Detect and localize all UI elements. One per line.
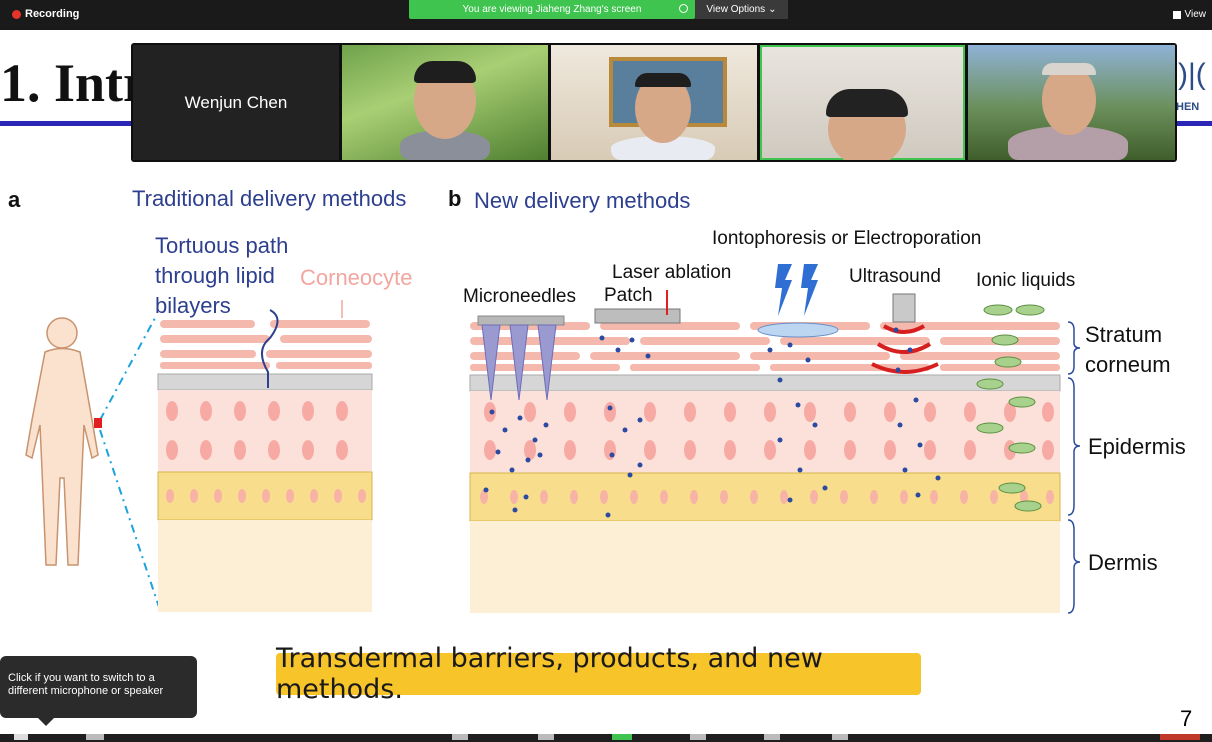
ultrasound-probe-icon	[871, 293, 939, 374]
participant-video-tile[interactable]	[968, 45, 1175, 160]
mute-icon[interactable]	[14, 734, 28, 740]
tortuous-path-line	[261, 309, 279, 388]
tortuous-path-label-line3: bilayers	[155, 293, 231, 318]
lightning-icon	[775, 264, 818, 316]
participant-gallery: Wenjun Chen	[131, 43, 1177, 162]
participant-tile-wenjun-chen[interactable]: Wenjun Chen	[133, 45, 339, 160]
audio-tooltip: Click if you want to switch to a differe…	[0, 656, 197, 718]
meeting-top-bar: Recording You are viewing Jiaheng Zhang'…	[0, 0, 1212, 30]
microneedles-label: Microneedles	[463, 286, 576, 307]
panel-b-skin-layers	[469, 322, 1061, 613]
stratum-label-line2: corneum	[1085, 352, 1171, 377]
participant-video-tile[interactable]	[551, 45, 757, 160]
recording-dot-icon	[12, 9, 21, 19]
participant-hair	[1042, 63, 1096, 75]
layer-brackets	[1067, 321, 1081, 614]
tooltip-line2: different microphone or speaker	[8, 685, 164, 697]
participant-head	[1042, 65, 1096, 135]
drug-particles	[483, 327, 941, 518]
dermis-label: Dermis	[1088, 550, 1158, 575]
share-status-icon	[679, 4, 688, 13]
view-button[interactable]: View	[1172, 9, 1207, 20]
patch-icon	[594, 308, 681, 324]
record-icon[interactable]	[690, 734, 706, 740]
recording-label: Recording	[25, 8, 80, 20]
zoom-line	[99, 317, 156, 421]
participants-icon[interactable]	[452, 734, 468, 740]
logo-text-fragment: HEN	[1176, 101, 1200, 113]
panel-a-skin-layers	[157, 300, 373, 612]
laser-ablation-label: Laser ablation	[612, 262, 732, 283]
microneedles-icon	[477, 315, 565, 401]
reactions-icon[interactable]	[764, 734, 780, 740]
slide-caption: Transdermal barriers, products, and new …	[276, 643, 921, 705]
stratum-label-line1: Stratum	[1085, 322, 1163, 347]
share-banner-text: You are viewing Jiaheng Zhang's screen	[462, 4, 642, 15]
tooltip-line1: Click if you want to switch to a	[8, 672, 155, 684]
institution-logo-icon: )|(	[1178, 58, 1206, 91]
panel-a-heading: Traditional delivery methods	[132, 186, 407, 211]
share-screen-icon[interactable]	[612, 734, 632, 740]
participant-hair	[635, 73, 691, 87]
ionic-liquid-icon	[976, 304, 1045, 512]
tooltip-arrow	[38, 718, 54, 726]
page-number: 7	[1180, 706, 1193, 731]
panel-b-letter: b	[448, 186, 462, 211]
view-label: View	[1184, 9, 1207, 20]
apps-icon[interactable]	[832, 734, 848, 740]
screen-share-banner: You are viewing Jiaheng Zhang's screen	[409, 0, 695, 19]
chat-icon[interactable]	[538, 734, 554, 740]
panel-a-letter: a	[8, 187, 21, 212]
zoom-marker	[94, 418, 102, 428]
video-off-icon[interactable]	[86, 734, 104, 740]
view-options-label: View Options	[706, 4, 766, 15]
view-options-button[interactable]: View Options ⌄	[695, 0, 788, 19]
meeting-controls-bar	[0, 734, 1212, 742]
tortuous-path-label-line1: Tortuous path	[155, 233, 289, 258]
corneocyte-label: Corneocyte	[300, 265, 413, 290]
caption-text: Transdermal barriers, products, and new …	[276, 643, 823, 705]
zoom-line	[99, 429, 161, 611]
tortuous-path-label-line2: through lipid	[155, 263, 275, 288]
ultrasound-label: Ultrasound	[849, 266, 941, 287]
participant-video-tile[interactable]	[342, 45, 548, 160]
human-figure-icon	[25, 317, 99, 566]
panel-b-heading: New delivery methods	[474, 188, 691, 213]
ionic-liquids-label: Ionic liquids	[976, 270, 1076, 291]
participant-video-tile-active-speaker[interactable]	[760, 45, 965, 160]
participant-hair	[414, 61, 476, 83]
participant-hair	[826, 89, 908, 117]
grid-view-icon	[1172, 10, 1181, 19]
participant-name: Wenjun Chen	[184, 92, 288, 112]
slide-title: 1. Intr	[0, 53, 147, 113]
electrode-icon	[757, 322, 839, 338]
epidermis-label: Epidermis	[1088, 434, 1186, 459]
patch-label: Patch	[604, 285, 653, 306]
chevron-down-icon: ⌄	[768, 4, 777, 15]
leave-button[interactable]	[1160, 734, 1200, 740]
iontophoresis-label: Iontophoresis or Electroporation	[712, 228, 982, 249]
recording-indicator[interactable]: Recording	[12, 8, 79, 20]
